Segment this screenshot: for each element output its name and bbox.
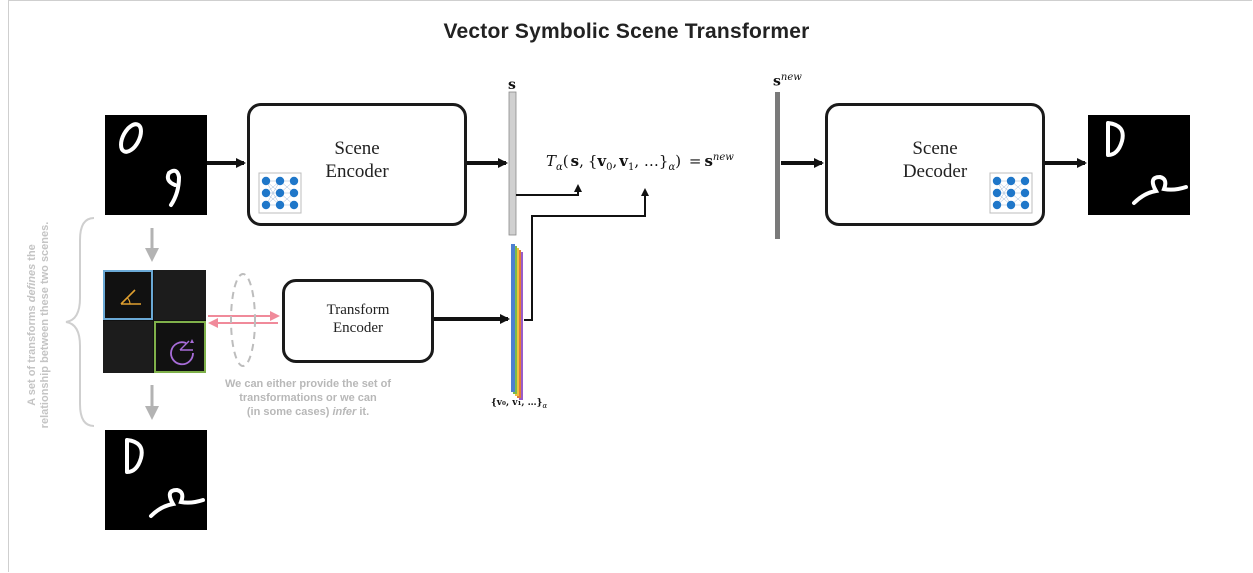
formula-equals: = [688,152,702,170]
neural-network-icon [258,172,302,214]
scene-vector-letter: s [508,77,516,93]
scene-decoder-label: Scene Decoder [825,138,1045,184]
transform-encoder-label: Transform Encoder [282,301,434,337]
formula-close: ) [675,152,682,170]
infer-note-line1: We can either provide the set of [224,378,392,390]
scene-encoder-line2: Encoder [325,160,389,182]
transform-vector-stack [511,244,523,400]
connector-v-to-formula [524,188,649,321]
infer-note: We can either provide the set of transfo… [208,378,408,419]
new-vector-sup: new [780,72,802,83]
transform-vector-label: {v₀, v₁, …}α [491,398,547,410]
formula-s-new: s [704,152,713,170]
formula-s: s [570,152,580,170]
scene-encoder-line1: Scene [334,138,380,159]
formula-sub0: 0 [606,162,613,173]
input-scene-image [105,115,207,215]
grid-cell-empty-2 [103,321,153,373]
grid-cell-rotation [154,321,206,373]
grid-cell-empty-1 [154,270,206,320]
grid-cell-angle [103,270,153,320]
new-vector-letter: s [773,73,781,90]
infer-note-emph: infer [332,405,357,418]
angle-icon [120,289,141,305]
formula-t: T [546,152,557,170]
transform-encoder-box [282,279,434,363]
digit-strokes-transformed [1106,121,1188,205]
new-vector-label: snew [773,72,802,90]
formula-v0: v [597,152,607,170]
transform-encoder-line2: Encoder [333,320,383,336]
target-scene-image [105,430,207,530]
formula-sub1: 1 [628,162,635,173]
infer-note-line3: (in some cases) infer it. [208,406,408,420]
formula-alpha-2: α [668,162,676,173]
neural-network-icon-decoder [989,172,1033,214]
scene-decoder-line2: Decoder [902,160,968,182]
rotation-icon [170,339,194,366]
scene-decoder-line1: Scene [912,138,958,159]
side-note: A set of transforms defines the relation… [26,220,52,430]
diagram-frame [8,0,1252,572]
formula-v1: v [619,152,629,170]
connector-s-to-formula [516,184,582,196]
formula-sup-new: new [712,152,734,163]
new-scene-vector-bar [775,92,780,239]
transform-formula: Tα(s,{v0,v1, …}α) =snew [546,152,734,173]
formula-ellipsis: , …} [634,152,669,170]
side-note-part1: A set of transforms [26,302,38,406]
infer-note-line3-post: it. [356,405,370,418]
transform-vector-sub: α [542,401,548,410]
transform-grid [103,270,206,373]
transform-vector-text: {v₀, v₁, …} [491,398,543,408]
transform-encoder-line1: Transform [326,302,390,318]
digit-strokes-target [125,438,205,518]
dashed-ellipse [230,273,256,367]
formula-comma: , [579,152,584,170]
diagram-title: Vector Symbolic Scene Transformer [443,20,810,43]
output-scene-image [1088,115,1190,215]
scene-decoder-box [825,103,1045,226]
formula-comma-2: , [612,152,618,170]
infer-note-line2: transformations or we can [239,391,377,404]
formula-set-open: { [587,152,598,170]
formula-alpha: α [556,162,563,173]
digit-strokes [119,122,182,207]
side-note-emph: defines [26,263,38,303]
infer-note-line3-pre: (in some cases) [246,405,333,418]
scene-encoder-label: Scene Encoder [247,138,467,184]
curly-brace [65,217,95,427]
scene-vector-bar [508,91,517,236]
formula-open: ( [562,152,569,170]
scene-vector-label: s [508,77,516,93]
